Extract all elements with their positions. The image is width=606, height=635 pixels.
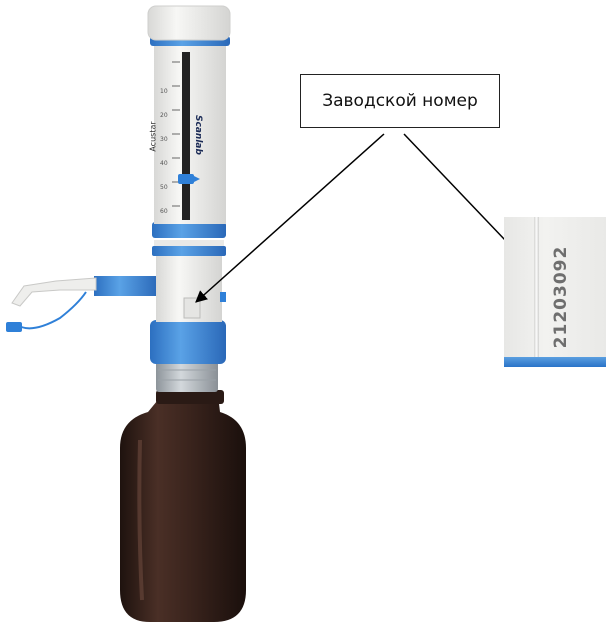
scale-tick: 40 bbox=[160, 160, 168, 167]
discharge-tube bbox=[6, 276, 158, 332]
volume-slider[interactable] bbox=[178, 174, 200, 184]
scale-tick: 10 bbox=[160, 88, 168, 95]
blue-valve-block bbox=[150, 320, 226, 364]
scale-tick: 60 bbox=[160, 208, 168, 215]
callout-label: Заводской номер bbox=[322, 91, 478, 111]
serial-number-callout: Заводской номер bbox=[300, 74, 500, 128]
scale-tick: 20 bbox=[160, 112, 168, 119]
scale-tick: 50 bbox=[160, 184, 168, 191]
scale-tick-labels: 10 20 30 40 50 60 bbox=[160, 80, 168, 224]
amber-bottle bbox=[120, 390, 246, 622]
zoom-blue-band bbox=[504, 357, 606, 367]
serial-zoom-inset: 21203092 bbox=[504, 217, 606, 367]
serial-number-text: 21203092 bbox=[551, 245, 571, 349]
dispenser-body bbox=[147, 5, 231, 224]
gray-adapter-cap bbox=[156, 360, 218, 392]
scale-tick: 30 bbox=[160, 136, 168, 143]
arrow-to-device bbox=[195, 133, 385, 303]
zoom-seam bbox=[534, 217, 539, 357]
